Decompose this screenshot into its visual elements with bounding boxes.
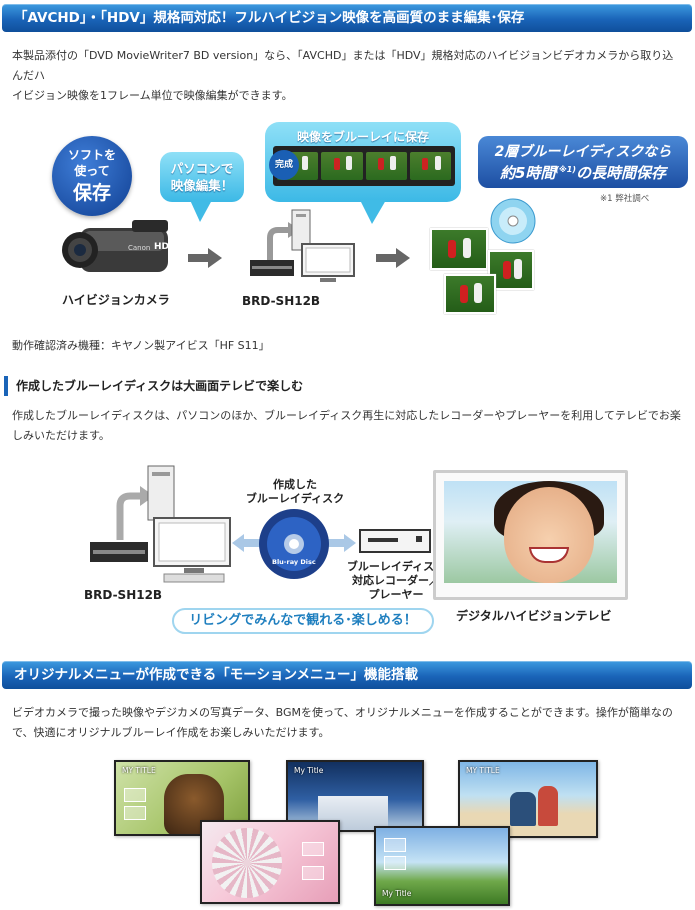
soft-badge: ソフトを 使って 保存 bbox=[52, 136, 132, 216]
recorder-label-line-3: プレーヤー bbox=[368, 588, 424, 601]
recorder-label-line-1: ブルーレイディスク bbox=[346, 560, 446, 573]
disc-label-line-2: ブルーレイディスク bbox=[245, 492, 345, 505]
arrow-left-icon bbox=[232, 534, 260, 552]
camera-caption: ハイビジョンカメラ bbox=[62, 293, 170, 307]
tv-girl-face bbox=[504, 487, 594, 583]
section-header-avchd: 「AVCHD」・「HDV」規格両対応！フルハイビジョン映像を高画質のまま編集･保… bbox=[2, 4, 692, 32]
menu-item bbox=[124, 788, 146, 802]
recorder-label: ブルーレイディスク 対応レコーダー／ プレーヤー bbox=[336, 560, 456, 602]
intro-line-1: 本製品添付の「DVD MovieWriter7 BD version」なら、「A… bbox=[12, 49, 674, 82]
badge-dual-layer: 2層ブルーレイディスクなら 約5時間(※1)の長時間保存 bbox=[478, 136, 688, 188]
disc-label-line-1: 作成した bbox=[273, 478, 317, 491]
family-figure bbox=[538, 786, 558, 826]
compat-note: 動作確認済み機種：キヤノン製アイビス「HF S11」 bbox=[12, 339, 270, 352]
soccer-thumbnail bbox=[430, 228, 488, 270]
motion-menu-paragraph: ビデオカメラで撮った映像やデジカメの写真データ、BGMを使って、オリジナルメニュ… bbox=[12, 703, 684, 743]
recorder-icon bbox=[358, 524, 432, 556]
drive-caption: BRD-SH12B bbox=[242, 294, 321, 308]
drive-caption-2: BRD-SH12B bbox=[84, 588, 163, 602]
badge-line-2: 約5時間(※1)の長時間保存 bbox=[478, 162, 688, 183]
film-frame bbox=[321, 152, 363, 180]
menu-title: MY TITLE bbox=[122, 766, 156, 775]
soccer-thumbnail bbox=[444, 274, 496, 314]
menu-item bbox=[384, 856, 406, 870]
badge-line-1: 2層ブルーレイディスクなら bbox=[494, 144, 672, 160]
bluray-disc-icon: Blu-ray Disc bbox=[258, 508, 330, 580]
subheader-bigscreen: 作成したブルーレイディスクは大画面テレビで楽しむ bbox=[4, 376, 690, 396]
section-header-motion-menu: オリジナルメニューが作成できる「モーションメニュー」機能搭載 bbox=[2, 661, 692, 689]
tv-caption: デジタルハイビジョンテレビ bbox=[456, 609, 612, 623]
arrow-right-icon bbox=[376, 248, 410, 268]
bubble-pc-line-2: 映像編集！ bbox=[170, 178, 234, 193]
intro-line-2: イビジョン映像を1フレーム単位で映像編集ができます。 bbox=[12, 89, 293, 102]
arrow-right-icon bbox=[328, 534, 356, 552]
badge-line-2-pre: 約5時間 bbox=[499, 164, 556, 182]
intro-paragraph: 本製品添付の「DVD MovieWriter7 BD version」なら、「A… bbox=[12, 46, 684, 106]
menu-item bbox=[384, 838, 406, 852]
camera-brand: Canon bbox=[128, 244, 151, 252]
done-tag: 完成 bbox=[269, 150, 299, 180]
bigscreen-paragraph: 作成したブルーレイディスクは、パソコンのほか、ブルーレイディスク再生に対応したレ… bbox=[12, 406, 684, 446]
bubble-save-title: 映像をブルーレイに保存 bbox=[296, 130, 429, 144]
camcorder-illustration: Canon HD bbox=[62, 218, 176, 280]
pc-set-illustration bbox=[242, 208, 362, 292]
living-bubble: リビングでみんなで観れる･楽しめる！ bbox=[172, 608, 434, 634]
recorder-label-line-2: 対応レコーダー／ bbox=[352, 574, 440, 587]
disc-logo: Blu-ray Disc bbox=[272, 558, 316, 566]
menu-item bbox=[302, 842, 324, 856]
menu-title: My Title bbox=[294, 766, 324, 775]
camera-hd-mark: HD bbox=[154, 242, 170, 252]
menu-sample-flower bbox=[200, 820, 340, 904]
bigscreen-line-1: 作成したブルーレイディスクは、パソコンのほか、ブルーレイディスク再生に対応したレ… bbox=[12, 409, 681, 422]
motion-line-2: で、快適にオリジナルブルーレイ作成をお楽しみいただけます。 bbox=[12, 726, 330, 739]
soft-badge-line-2: 使って bbox=[74, 164, 110, 178]
flower-graphic bbox=[212, 828, 282, 898]
bubble-pc-line-1: パソコンで bbox=[170, 161, 234, 176]
menu-item bbox=[302, 866, 324, 880]
badge-sup: (※1) bbox=[555, 165, 577, 174]
badge-line-2-post: の長時間保存 bbox=[576, 164, 667, 182]
menu-title: MY TITLE bbox=[466, 766, 500, 775]
motion-line-1: ビデオカメラで撮った映像やデジカメの写真データ、BGMを使って、オリジナルメニュ… bbox=[12, 706, 673, 719]
footnote: ※1 弊社調べ bbox=[600, 194, 650, 204]
bubble-save-bluray: 映像をブルーレイに保存 完成 bbox=[265, 122, 461, 224]
menu-sample-field: My Title bbox=[374, 826, 510, 906]
film-frame bbox=[365, 152, 407, 180]
family-figure bbox=[510, 792, 536, 826]
film-strip bbox=[273, 146, 455, 186]
tv-illustration bbox=[433, 470, 628, 600]
film-frame bbox=[409, 152, 451, 180]
pc-set-illustration-2 bbox=[84, 462, 236, 586]
arrow-right-icon bbox=[188, 248, 222, 268]
bubble-pc-edit: パソコンで 映像編集！ bbox=[160, 152, 244, 222]
menu-title: My Title bbox=[382, 889, 412, 898]
tv-screen bbox=[444, 481, 617, 583]
menu-item bbox=[124, 806, 146, 820]
disc-icon bbox=[490, 198, 536, 244]
soft-badge-line-3: 保存 bbox=[72, 182, 111, 204]
soft-badge-line-1: ソフトを bbox=[67, 148, 116, 162]
bigscreen-line-2: しみいただけます。 bbox=[12, 429, 110, 442]
menu-sample-beach: MY TITLE bbox=[458, 760, 598, 838]
disc-label: 作成した ブルーレイディスク bbox=[240, 478, 350, 506]
